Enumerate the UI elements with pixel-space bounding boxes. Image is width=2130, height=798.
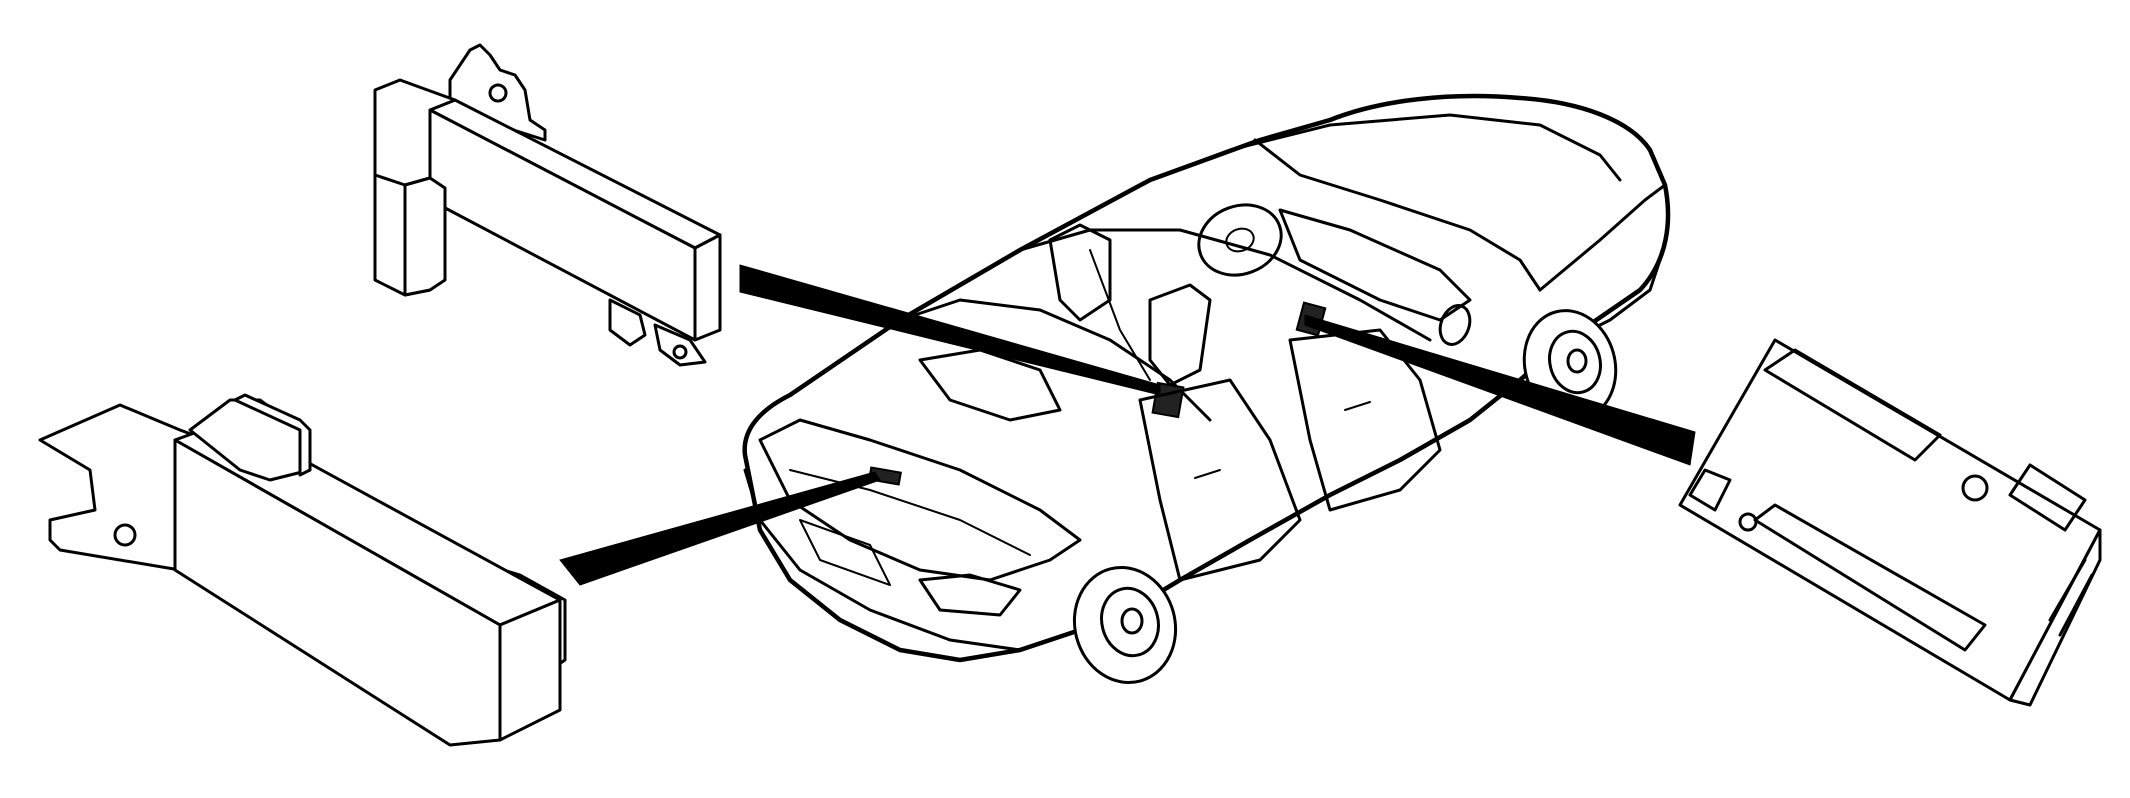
mounting-hole (488, 83, 508, 103)
upper-left-module (373, 43, 722, 367)
car-trunk-crease (789, 469, 1031, 556)
car-steering-wheel (1197, 203, 1283, 277)
car-door-handle-rear (1194, 469, 1221, 479)
module-bottom-clip-1 (608, 298, 647, 347)
lower-left-module (38, 393, 567, 747)
module-port-right (1961, 474, 1989, 502)
car-rear-door (1138, 378, 1302, 582)
right-module (1678, 338, 2102, 707)
car-rear-wheel (1072, 566, 1178, 684)
module-connector-plug (233, 393, 312, 477)
module-port-left (1738, 512, 1758, 532)
car-door-handle-front (1344, 401, 1371, 411)
car-side-mirror (1438, 304, 1472, 346)
module-connector-lower (403, 176, 447, 297)
module-label-bottom (1753, 503, 1987, 652)
car-license-plate (799, 519, 891, 586)
module-body-front (173, 438, 502, 747)
mounting-hole-left (113, 523, 137, 547)
module-body-end (498, 598, 562, 742)
car-front-seat-left (1048, 223, 1112, 322)
car-front-seat-right (1148, 283, 1212, 387)
pointer-right-module (1304, 314, 1696, 466)
car-dashboard (1278, 208, 1472, 322)
car-tail-light (918, 573, 1022, 617)
car-seat-belt (1089, 249, 1151, 381)
car-steering-hub (1225, 227, 1255, 253)
module-end-face (693, 233, 722, 342)
module-label-top (1763, 348, 1942, 462)
clip-hole (672, 344, 688, 360)
pointer-upper-left-module (739, 264, 1161, 396)
car-roof-rail (1018, 228, 1432, 342)
module-small-window (1688, 468, 1732, 512)
module-right-window (2008, 463, 2087, 532)
module-side-ribs (2048, 558, 2094, 637)
pointer-lower-left-module (559, 471, 881, 586)
car-hood (1538, 183, 1667, 292)
car-windshield (1253, 138, 1542, 292)
car-front-door (1288, 328, 1442, 512)
car-roof-outline (1148, 113, 1622, 182)
